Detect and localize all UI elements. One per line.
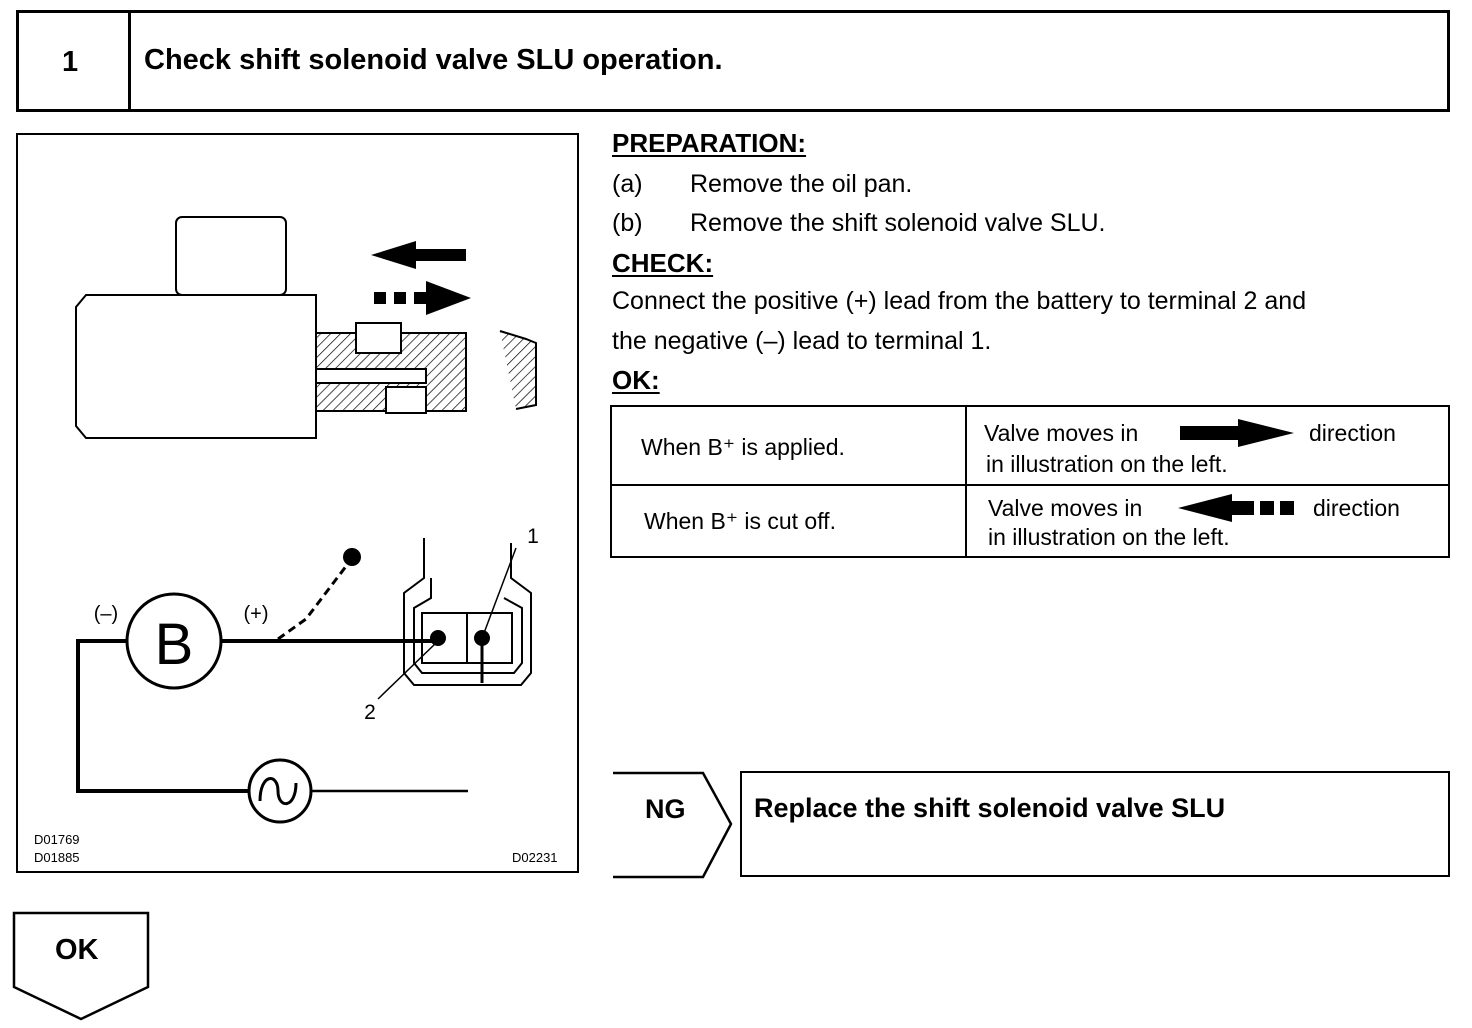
- ng-result-box: [740, 771, 1450, 877]
- prep-step-b: Remove the shift solenoid valve SLU.: [690, 209, 1106, 237]
- figure-code: D02231: [512, 850, 558, 865]
- check-text-line-1: Connect the positive (+) lead from the b…: [612, 287, 1307, 315]
- table-cell-condition: When B⁺ is applied.: [641, 434, 845, 460]
- battery-symbol: [125, 592, 223, 690]
- plus-label: (+): [244, 603, 269, 625]
- table-cell-result: Valve moves in: [988, 495, 1143, 521]
- ok-spec-table: [610, 405, 1450, 558]
- solenoid-illustration: B (–) (+) 1 2 D01769 D01885 D02231: [34, 216, 558, 865]
- ok-heading: OK:: [612, 365, 660, 395]
- prep-marker-b: (b): [612, 209, 643, 237]
- illustration-frame: [16, 133, 579, 873]
- table-cell-result: direction: [1309, 420, 1396, 446]
- check-text-line-2: the negative (–) lead to terminal 1.: [612, 327, 992, 355]
- table-cell-result: in illustration on the left.: [988, 524, 1230, 550]
- table-cell-result: direction: [1313, 495, 1400, 521]
- check-heading: CHECK:: [612, 248, 714, 278]
- terminal-2-label: 2: [364, 701, 376, 724]
- table-column-divider: [965, 405, 967, 558]
- table-cell-condition: When B⁺ is cut off.: [644, 508, 836, 534]
- arrow-right-solid-icon: [1180, 419, 1294, 447]
- ng-action-text: Replace the shift solenoid valve SLU: [754, 793, 1226, 823]
- probe-lead: [277, 560, 352, 641]
- table-cell-result: in illustration on the left.: [986, 451, 1228, 477]
- terminal-1-label: 1: [527, 525, 539, 548]
- solenoid-valve-drawing: [75, 216, 537, 439]
- figure-code: D01885: [34, 850, 80, 865]
- ok-arrow-tag: [12, 911, 150, 1021]
- bulb-symbol: [247, 758, 313, 824]
- header-divider: [128, 10, 131, 112]
- step-header: [16, 10, 1450, 112]
- test-circuit: [76, 639, 468, 793]
- table-row-divider: [610, 484, 1450, 486]
- prep-step-a: Remove the oil pan.: [690, 170, 913, 198]
- prep-marker-a: (a): [612, 170, 643, 198]
- ng-arrow-tag: [613, 771, 733, 879]
- connector-drawing: [403, 538, 532, 686]
- arrow-left-solid-icon: [371, 241, 466, 269]
- arrow-left-dashed-icon: [1178, 494, 1294, 522]
- table-cell-result: Valve moves in: [984, 420, 1139, 446]
- arrow-right-dashed-icon: [374, 281, 471, 315]
- step-title: Check shift solenoid valve SLU operation…: [144, 44, 723, 76]
- ng-label: NG: [645, 794, 686, 824]
- preparation-heading: PREPARATION:: [612, 128, 807, 158]
- figure-code: D01769: [34, 832, 80, 847]
- ok-label: OK: [55, 934, 99, 966]
- step-number: 1: [62, 46, 79, 78]
- battery-label: B: [155, 612, 194, 677]
- minus-label: (–): [94, 603, 118, 625]
